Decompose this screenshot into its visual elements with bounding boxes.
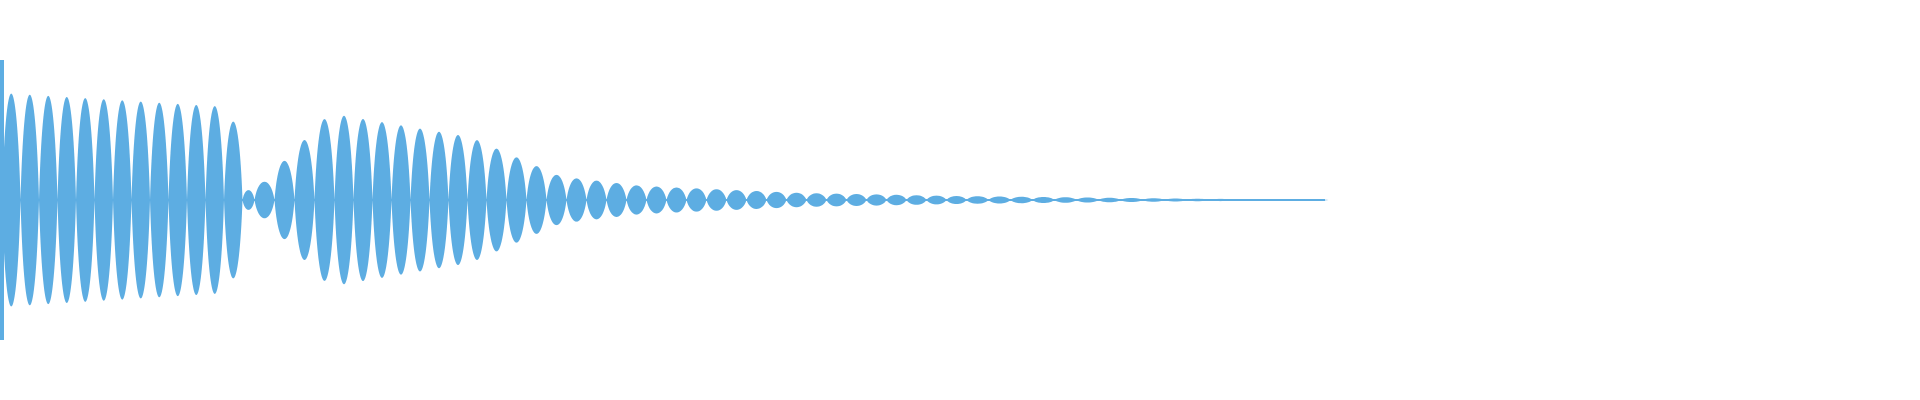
waveform-center-line (0, 199, 1325, 201)
waveform-onset (0, 60, 4, 340)
waveform-envelope (0, 60, 1329, 340)
